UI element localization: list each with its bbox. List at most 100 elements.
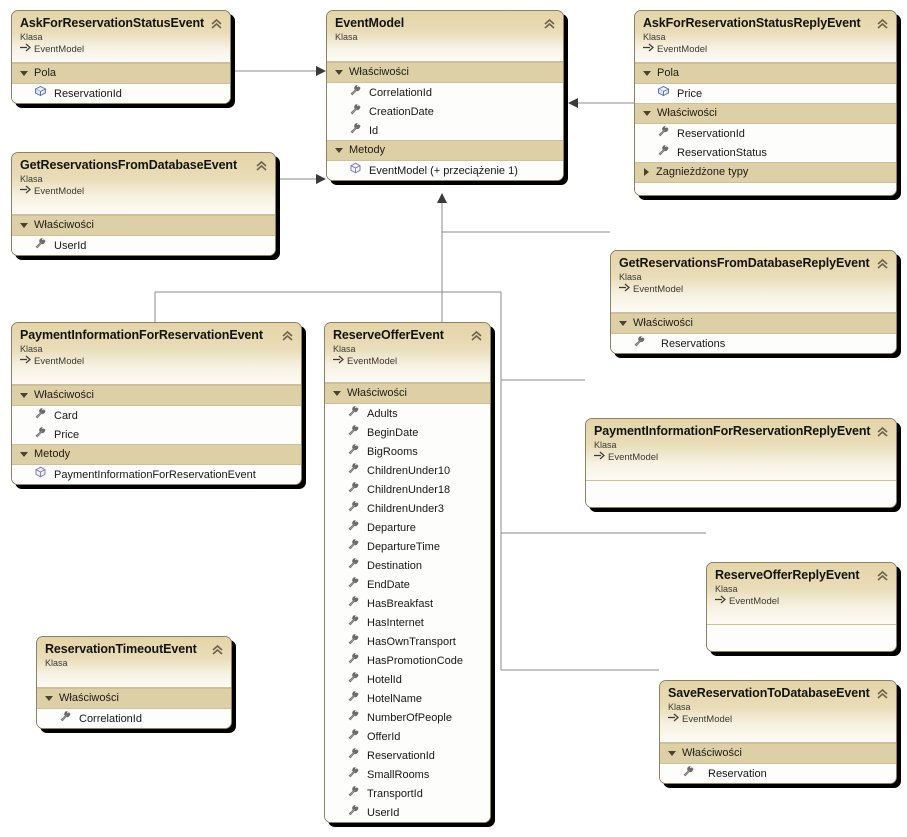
class-payment-information-for-reservation-reply-event[interactable]: PaymentInformationForReservationReplyEve… — [585, 418, 897, 508]
member-row[interactable]: UserId — [325, 803, 490, 822]
member-row[interactable]: Price — [12, 425, 301, 444]
inheritance-arrow-icon — [333, 355, 344, 368]
section-header-fields[interactable]: Pola — [635, 63, 896, 84]
member-row[interactable]: EventModel (+ przeciążenie 1) — [327, 161, 563, 180]
section-header-fields[interactable]: Pola — [12, 63, 230, 84]
class-header: PaymentInformationForReservationEvent Kl… — [12, 323, 301, 385]
wrench-icon — [59, 710, 72, 727]
inheritance-arrow-icon — [619, 283, 630, 296]
member-row[interactable]: Card — [12, 406, 301, 425]
member-row[interactable]: Reservation — [660, 764, 896, 783]
wrench-icon — [347, 671, 360, 688]
member-row[interactable]: SmallRooms — [325, 765, 490, 784]
section-header-properties[interactable]: Właściwości — [12, 215, 275, 236]
inheritance-arrow-icon — [20, 355, 31, 368]
class-reserve-offer-reply-event[interactable]: ReserveOfferReplyEvent Klasa EventModel — [706, 562, 897, 652]
class-body: Właściwości UserId — [12, 215, 275, 255]
member-label: Destination — [367, 559, 423, 572]
member-row[interactable]: ChildrenUnder18 — [325, 480, 490, 499]
member-row[interactable]: Id — [327, 121, 563, 140]
section-header-properties[interactable]: Właściwości — [12, 385, 301, 406]
member-row[interactable]: TransportId — [325, 784, 490, 803]
class-kind: Klasa — [20, 174, 43, 184]
member-label: SmallRooms — [367, 768, 430, 781]
class-ask-for-reservation-status-reply-event[interactable]: AskForReservationStatusReplyEvent Klasa … — [634, 10, 897, 196]
member-row[interactable]: Departure — [325, 518, 490, 537]
section-header-nested-types[interactable]: Zagnieżdżone typy — [635, 162, 896, 183]
member-row[interactable]: HotelName — [325, 689, 490, 708]
double-chevron-up-icon[interactable] — [876, 425, 889, 437]
member-row[interactable]: ChildrenUnder3 — [325, 499, 490, 518]
member-row[interactable]: HasPromotionCode — [325, 651, 490, 670]
section-header-properties[interactable]: Właściwości — [635, 103, 896, 124]
double-chevron-up-icon[interactable] — [470, 329, 483, 341]
member-row[interactable]: CorrelationId — [327, 83, 563, 102]
wrench-icon — [347, 424, 360, 441]
member-row[interactable]: ReservationId — [12, 84, 230, 103]
double-chevron-up-icon[interactable] — [876, 17, 889, 29]
member-row[interactable]: OfferId — [325, 727, 490, 746]
member-row[interactable]: HasBreakfast — [325, 594, 490, 613]
section-label: Metody — [34, 448, 71, 460]
class-base-label: EventModel — [608, 452, 659, 463]
member-row[interactable]: CorrelationId — [37, 709, 231, 728]
class-event-model[interactable]: EventModel Klasa Właściwości Correlation… — [326, 10, 564, 181]
double-chevron-up-icon[interactable] — [876, 569, 889, 581]
wrench-icon — [34, 407, 47, 424]
member-row[interactable]: Adults — [325, 404, 490, 423]
member-row[interactable]: BeginDate — [325, 423, 490, 442]
member-row[interactable]: Destination — [325, 556, 490, 575]
double-chevron-up-icon[interactable] — [211, 643, 224, 655]
section-header-methods[interactable]: Metody — [327, 140, 563, 161]
double-chevron-up-icon[interactable] — [876, 257, 889, 269]
member-row[interactable]: CreationDate — [327, 102, 563, 121]
class-reservation-timeout-event[interactable]: ReservationTimeoutEvent Klasa Właściwośc… — [36, 636, 232, 729]
member-row[interactable]: Reservations — [611, 334, 896, 353]
class-save-reservation-to-database-event[interactable]: SaveReservationToDatabaseEvent Klasa Eve… — [659, 680, 897, 784]
member-row[interactable]: EndDate — [325, 575, 490, 594]
class-reserve-offer-event[interactable]: ReserveOfferEvent Klasa EventModel Właśc… — [324, 322, 491, 823]
member-row[interactable]: BigRooms — [325, 442, 490, 461]
section-label: Metody — [349, 144, 386, 156]
triangle-down-icon — [20, 222, 28, 228]
double-chevron-up-icon[interactable] — [210, 17, 223, 29]
member-row[interactable]: HasInternet — [325, 613, 490, 632]
section-header-properties[interactable]: Właściwości — [37, 688, 231, 709]
section-header-properties[interactable]: Właściwości — [611, 313, 896, 334]
class-title: PaymentInformationForReservationEvent — [20, 328, 263, 342]
wrench-icon — [657, 125, 670, 142]
double-chevron-up-icon[interactable] — [543, 17, 556, 29]
member-row[interactable]: ReservationStatus — [635, 143, 896, 162]
class-base: EventModel — [20, 43, 222, 56]
member-label: CorrelationId — [79, 712, 142, 725]
class-base-label: EventModel — [34, 44, 85, 55]
member-row[interactable]: ReservationId — [325, 746, 490, 765]
member-row[interactable]: NumberOfPeople — [325, 708, 490, 727]
class-header: AskForReservationStatusReplyEvent Klasa … — [635, 11, 896, 63]
member-row[interactable]: HotelId — [325, 670, 490, 689]
member-row[interactable]: ReservationId — [635, 124, 896, 143]
class-title: GetReservationsFromDatabaseEvent — [20, 158, 238, 172]
member-row[interactable]: DepartureTime — [325, 537, 490, 556]
member-row[interactable]: Price — [635, 84, 896, 103]
class-base-label: EventModel — [34, 356, 85, 367]
member-row[interactable]: PaymentInformationForReservationEvent — [12, 465, 301, 484]
class-body — [586, 481, 896, 507]
class-body: Właściwości CorrelationId CreationDate I… — [327, 62, 563, 180]
class-header: ReservationTimeoutEvent Klasa — [37, 637, 231, 688]
class-get-reservations-from-database-event[interactable]: GetReservationsFromDatabaseEvent Klasa E… — [11, 152, 276, 256]
double-chevron-up-icon[interactable] — [281, 329, 294, 341]
section-header-properties[interactable]: Właściwości — [325, 383, 490, 404]
section-header-properties[interactable]: Właściwości — [660, 743, 896, 764]
section-header-methods[interactable]: Metody — [12, 444, 301, 465]
class-payment-information-for-reservation-event[interactable]: PaymentInformationForReservationEvent Kl… — [11, 322, 302, 485]
member-row[interactable]: ChildrenUnder10 — [325, 461, 490, 480]
member-row[interactable]: UserId — [12, 236, 275, 255]
class-get-reservations-from-database-reply-event[interactable]: GetReservationsFromDatabaseReplyEvent Kl… — [610, 250, 897, 354]
double-chevron-up-icon[interactable] — [255, 159, 268, 171]
section-header-properties[interactable]: Właściwości — [327, 62, 563, 83]
class-ask-for-reservation-status-event[interactable]: AskForReservationStatusEvent Klasa Event… — [11, 10, 231, 104]
member-row[interactable]: HasOwnTransport — [325, 632, 490, 651]
double-chevron-up-icon[interactable] — [876, 687, 889, 699]
